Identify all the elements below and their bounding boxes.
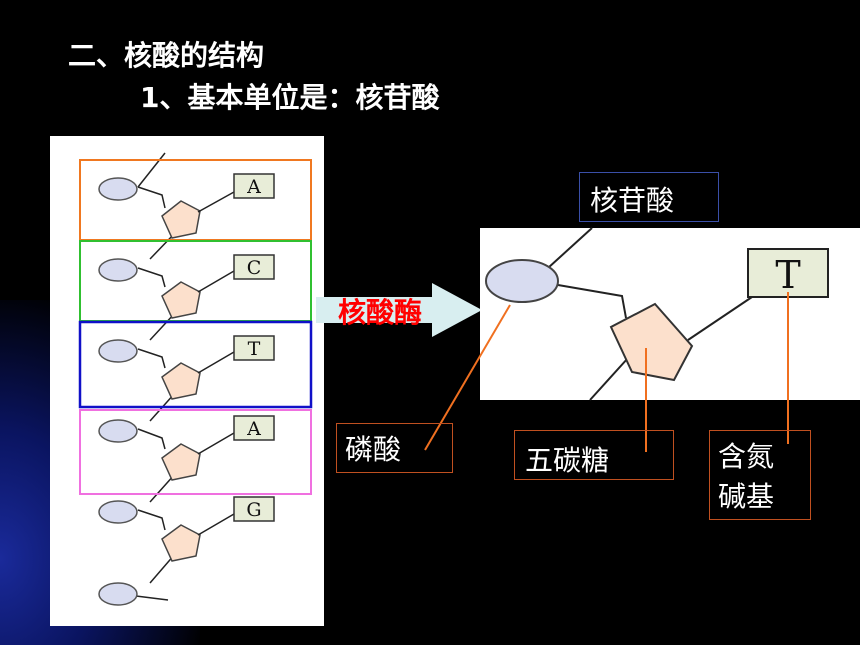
base-label-line2: 碱基 <box>718 480 775 513</box>
phosphate-pointer-line <box>424 304 511 451</box>
base-box <box>233 254 275 280</box>
detail-backbone <box>547 227 753 401</box>
base-box <box>233 415 275 441</box>
strand-unit-2: C <box>98 254 275 319</box>
base-letter: A <box>246 418 261 440</box>
base-box <box>233 335 275 361</box>
detail-base-letter: T <box>775 253 800 297</box>
detail-sugar <box>609 302 694 382</box>
phosphate-label: 磷酸 <box>336 423 453 473</box>
strand-unit-5: G <box>98 496 275 562</box>
base-letter: A <box>246 176 261 198</box>
strand-unit-1: A <box>98 173 275 239</box>
sugar-shape <box>161 281 201 319</box>
strand-unit-3: T <box>98 335 275 400</box>
base-box <box>233 496 275 522</box>
sugar-shape <box>161 443 201 481</box>
slide-title: 二、核酸的结构 <box>68 39 265 72</box>
sugar-shape <box>161 200 201 239</box>
base-letter: C <box>247 257 262 279</box>
enzyme-label: 核酸酶 <box>338 296 423 329</box>
phosphate-shape <box>98 258 138 282</box>
phosphate-shape <box>98 582 138 606</box>
phosphate-shape <box>98 177 138 201</box>
strand-unit-4: A <box>98 415 275 481</box>
phosphate-shape <box>98 339 138 363</box>
sugar-shape <box>161 524 201 562</box>
detail-phosphate <box>485 259 559 303</box>
highlight-box-blue <box>78 320 313 409</box>
base-label: 含氮 碱基 <box>709 430 811 520</box>
base-letter: G <box>246 499 261 521</box>
pentose-label: 五碳糖 <box>514 430 674 480</box>
detail-base-box <box>747 248 829 298</box>
hydrolysis-arrow <box>316 283 482 337</box>
sugar-shape <box>161 362 201 400</box>
base-label-line1: 含氮 <box>718 440 775 473</box>
phosphate-shape <box>98 419 138 443</box>
highlight-box-pink <box>79 409 312 495</box>
phosphate-shape <box>98 500 138 524</box>
base-letter: T <box>248 338 261 360</box>
base-box <box>233 173 275 199</box>
slide-subtitle: 1、基本单位是：核苷酸 <box>140 81 440 114</box>
nucleotide-label: 核苷酸 <box>579 172 719 222</box>
